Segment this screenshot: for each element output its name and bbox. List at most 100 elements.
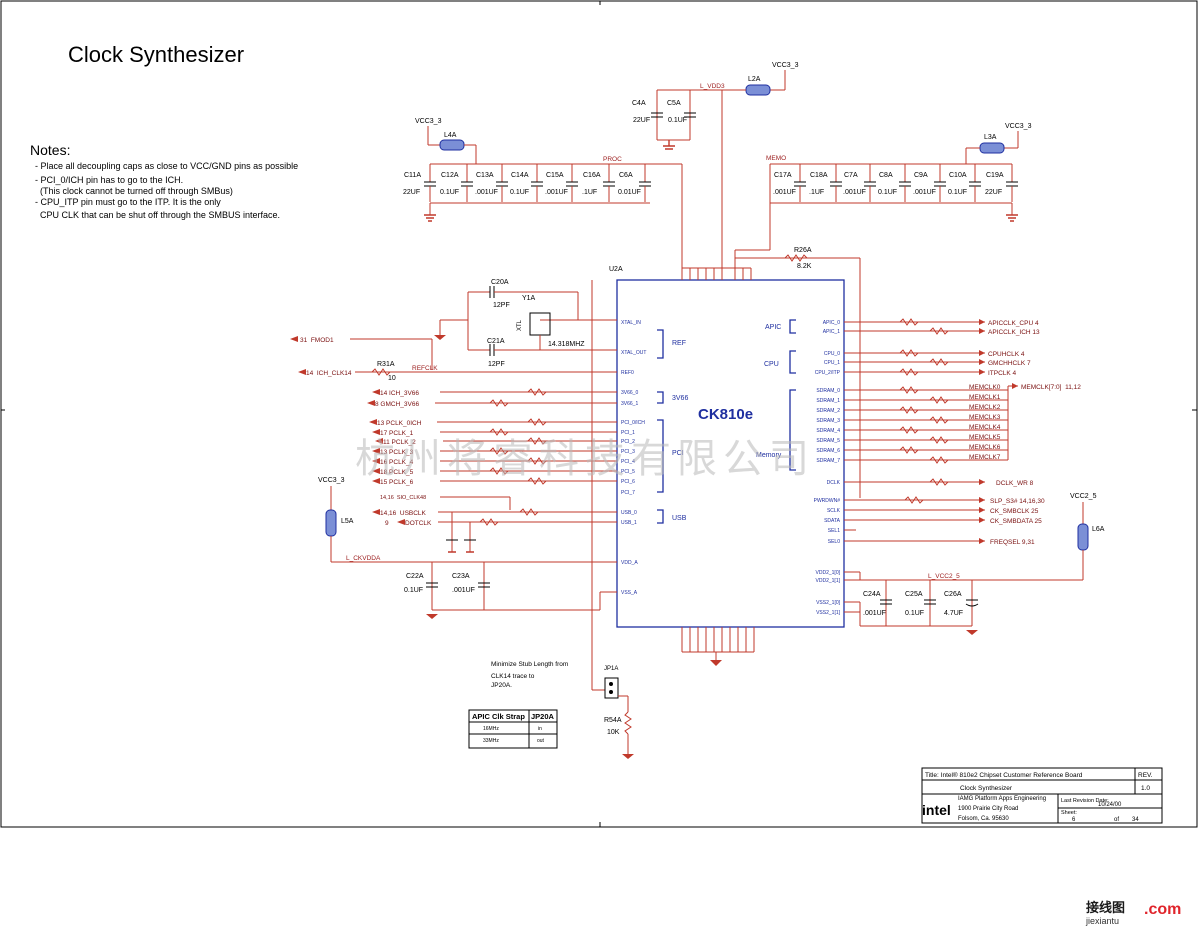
note-line: - Place all decoupling caps as close to … <box>35 161 298 171</box>
org-line: Folsom, Ca. 95630 <box>958 816 1009 822</box>
net-label: 14 ICH_CLK14 <box>306 370 352 377</box>
chip-pin-label: SDRAM_4 <box>816 428 840 434</box>
table-cell: 33MHz <box>483 738 499 744</box>
chip-right-pin-labels: APIC_0APIC_1CPU_0CPU_1CPU_2/ITPSDRAM_0SD… <box>814 320 856 616</box>
chip-left-pin-labels: XTAL_INXTAL_OUTREF03V66_03V66_1PCI_0/ICH… <box>621 320 646 596</box>
chip-pin-label: 3V66_1 <box>621 401 638 407</box>
resistor-ref: R31A <box>377 361 395 368</box>
chip-pin-label: PCI_3 <box>621 449 635 455</box>
watermark: 杭州将睿科技有限公司 <box>355 436 815 482</box>
vcc25-supply: VCC2_5 L6A L_VCC2_5 <box>844 493 1105 635</box>
table-cell: 16MHz <box>483 726 499 732</box>
rev-label: REV. <box>1138 772 1153 779</box>
strap-note-line: CLK14 trace to <box>491 673 535 680</box>
site-logo-cn: 接线图 <box>1086 900 1125 915</box>
svg-text:9: 9 <box>385 520 389 527</box>
notes-heading: Notes: <box>30 142 70 158</box>
cap-ref: C12A <box>441 172 459 179</box>
site-logo: 接线图 .com jiexiantu <box>1085 900 1181 926</box>
cap-ref: C7A <box>844 172 858 179</box>
net-label: MEMCLK[7:0] 11,12 <box>1021 384 1081 391</box>
memclk-label: MEMCLK7 <box>969 454 1001 461</box>
group-label: APIC <box>765 324 781 331</box>
cap-row-bottom: C22A 0.1UF C23A .001UF C24A .001UF C25A … <box>404 573 963 617</box>
cap-ref: C9A <box>914 172 928 179</box>
ckvdda-supply: VCC3_3 L5A L_CKVDDA <box>318 477 617 619</box>
chip-pin-label: VDD2_1[0] <box>816 570 841 576</box>
ferrite-label: L2A <box>748 76 761 83</box>
chip-pin-label: REF0 <box>621 370 634 376</box>
chip-name: CK810e <box>698 406 753 423</box>
chip-pin-label: PCI_6 <box>621 479 635 485</box>
net-label: FREQSEL 9,31 <box>990 539 1035 546</box>
jumper <box>604 677 619 699</box>
net-label: GMCHHCLK 7 <box>988 360 1031 367</box>
memclk-label: MEMCLK3 <box>969 414 1001 421</box>
chip-pin-label: SDRAM_1 <box>816 398 840 404</box>
resistor-value: 10K <box>607 729 620 736</box>
ferrite-label: L4A <box>444 132 457 139</box>
cap-value: 12PF <box>493 302 510 309</box>
net-label: CPUHCLK 4 <box>988 351 1025 358</box>
sheet-label: Sheet: <box>1061 810 1077 816</box>
vcc-label: VCC3_3 <box>415 118 442 125</box>
chip-pin-label: 3V66_0 <box>621 390 638 396</box>
memclk-label: MEMCLK4 <box>969 424 1001 431</box>
cap-ref: C18A <box>810 172 828 179</box>
chip-pin-label: SDRAM_2 <box>816 408 840 414</box>
left-nets: 31 FMOD1 14 ICH_CLK14 R31A 10 REFCLK 14 … <box>290 336 617 553</box>
sheet-total: 34 <box>1132 817 1139 823</box>
note-line: - CPU_ITP pin must go to the ITP. It is … <box>35 197 221 207</box>
cap-ref: C8A <box>879 172 893 179</box>
cap-ref: C26A <box>944 591 962 598</box>
net-label: ITPCLK 4 <box>988 370 1017 377</box>
cap-row-top-left: C11A22UFC12A0.1UFC13A.001UFC14A0.1UFC15A… <box>403 164 651 202</box>
chip-pin-label: SDRAM_5 <box>816 438 840 444</box>
cap-ref: C23A <box>452 573 470 580</box>
resistor-ref: R54A <box>604 717 622 724</box>
chip-pin-label: SDRAM_7 <box>816 458 840 464</box>
chip-pin-label: SDATA <box>824 518 841 524</box>
notes-block: Notes: - Place all decoupling caps as cl… <box>30 142 298 220</box>
memclk-label: MEMCLK2 <box>969 404 1001 411</box>
memclk-label: MEMCLK6 <box>969 444 1001 451</box>
title-block-title: Title: Intel® 810e2 Chipset Customer Ref… <box>925 771 1083 779</box>
note-line: (This clock cannot be turned off through… <box>35 186 233 196</box>
last-revision-date: 10/24/00 <box>1098 802 1122 808</box>
crystal-frequency: 14.318MHZ <box>548 341 585 348</box>
crystal-circuit: C20A 12PF Y1A XTL 14.318MHZ C21A 12PF <box>434 279 617 368</box>
group-label: Memory <box>756 452 782 459</box>
net-label: L_VCC2_5 <box>928 573 960 580</box>
cap-value: 0.1UF <box>440 189 459 196</box>
chip-ck810e: U2A CK810e XTAL_INXTAL_OUTREF03V66_03V66… <box>609 266 856 666</box>
chip-pin-label: SCLK <box>827 508 841 514</box>
table-cell: in <box>538 726 542 732</box>
cap-ref: C5A <box>667 100 681 107</box>
cap-value: 22UF <box>985 189 1002 196</box>
chip-pin-label: VSS2_1[1] <box>816 610 841 616</box>
cap-value: 0.1UF <box>878 189 897 196</box>
cap-value: 0.1UF <box>404 587 423 594</box>
cap-ref: C4A <box>632 100 646 107</box>
group-label: USB <box>672 515 687 522</box>
cap-ref: C24A <box>863 591 881 598</box>
ferrite-bead <box>325 509 337 537</box>
cap-value: 0.1UF <box>948 189 967 196</box>
vcc-label: VCC3_3 <box>772 62 799 69</box>
top-right-decoupling: VCC3_3 L3A MEMO R26A 8.2K <box>734 123 1032 498</box>
table-header: JP20A <box>531 712 555 721</box>
cap-value: .001UF <box>545 189 568 196</box>
cap-ref: C21A <box>487 338 505 345</box>
chip-pin-label: PCI_4 <box>621 459 635 465</box>
chip-pin-label: USB_1 <box>621 520 637 526</box>
net-label: 15 PCLK_6 <box>380 479 414 486</box>
cap-value: .1UF <box>582 189 597 196</box>
resistor-ref: R26A <box>794 247 812 254</box>
cap-value: 22UF <box>633 117 650 124</box>
chip-pin-label: USB_0 <box>621 510 637 516</box>
site-logo-url: jiexiantu <box>1085 916 1119 926</box>
